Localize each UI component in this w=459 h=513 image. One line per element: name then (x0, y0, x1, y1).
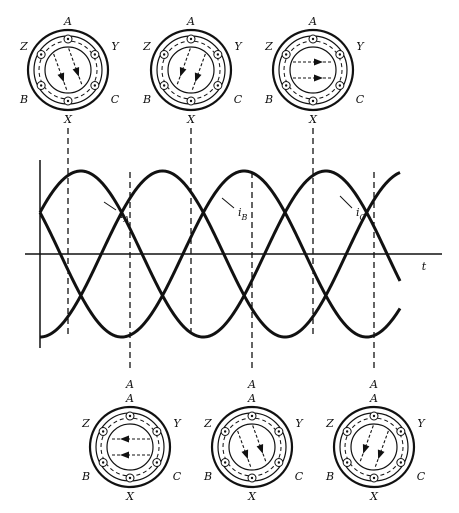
field-line (237, 430, 252, 469)
field-arrow (179, 67, 187, 77)
field-arrow (120, 435, 129, 443)
field-line (53, 53, 68, 92)
stator-diagram: A Z Y B C X (142, 15, 243, 126)
field-line (191, 53, 206, 92)
stator-diagram: A Z Y B C X (81, 392, 182, 503)
field-line (359, 425, 374, 464)
t-axis-label: t (422, 260, 427, 273)
field-arrow (120, 451, 129, 459)
stator-label-left: Z (264, 40, 273, 53)
stator-label-bottom-left: B (142, 93, 151, 106)
field-arrow (57, 72, 65, 83)
curve-label-leader (339, 195, 353, 209)
stator-label-right: Y (417, 417, 426, 430)
stator-label-bottom-left: B (325, 470, 334, 483)
stator-label-bottom-right: C (234, 93, 243, 106)
stator-label-top: A (125, 392, 134, 405)
stator-label-bottom: X (125, 490, 135, 503)
stator-label-bottom: X (186, 113, 196, 126)
stator-label-bottom-left: B (264, 93, 273, 106)
stator-label-left: Z (203, 417, 212, 430)
stator-label-bottom-right: C (356, 93, 365, 106)
stator-diagram: A Z Y B C X (203, 392, 304, 503)
curve-label-leader (221, 197, 235, 209)
curve-labels: iA iB iC (103, 195, 366, 224)
stator-label-top: A (308, 15, 317, 28)
axes: t (25, 160, 442, 348)
stator-label-bottom-left: B (203, 470, 212, 483)
stator-label-top: A (247, 392, 256, 405)
stator-label-bottom-right: C (173, 470, 182, 483)
curve-label: iB (238, 206, 248, 222)
field-arrow (362, 444, 370, 454)
curve-i-b (38, 169, 402, 339)
field-arrow (256, 444, 264, 454)
phase-label: A (369, 378, 378, 391)
field-arrow (241, 449, 249, 460)
current-curves (38, 169, 402, 339)
curve-label: iA (120, 208, 130, 224)
stator-label-left: Z (19, 40, 28, 53)
curve-i-c (38, 169, 402, 339)
stator-label-right: Y (295, 417, 304, 430)
field-line (252, 425, 267, 464)
stator-diagram: A Z Y B C X (264, 15, 365, 126)
phase-label: A (125, 378, 134, 391)
stator-diagram: A Z Y B C X (325, 392, 426, 503)
stator-label-top: A (369, 392, 378, 405)
stator-label-bottom: X (369, 490, 379, 503)
field-arrow (72, 67, 80, 77)
field-arrow (314, 58, 323, 66)
stator-label-bottom: X (63, 113, 73, 126)
field-line (374, 430, 389, 469)
stator-label-bottom-right: C (111, 93, 120, 106)
field-arrow (194, 72, 202, 83)
curve-label: iC (356, 206, 366, 222)
stator-label-top: A (63, 15, 72, 28)
stator-label-bottom-right: C (295, 470, 304, 483)
stator-label-left: Z (81, 417, 90, 430)
stator-label-right: Y (111, 40, 120, 53)
stator-label-bottom-left: B (81, 470, 90, 483)
stator-label-left: Z (142, 40, 151, 53)
stator-label-bottom-right: C (417, 470, 426, 483)
stator-diagrams: A Z Y B C X A Z Y B C X A Z Y B C X A Z Y B C X A Z Y B C X A Z Y B C X (19, 15, 426, 503)
field-arrow (314, 74, 323, 82)
stator-label-right: Y (234, 40, 243, 53)
field-arrow (377, 449, 385, 460)
stator-label-left: Z (325, 417, 334, 430)
stator-label-top: A (186, 15, 195, 28)
field-line (176, 48, 191, 87)
curve-label-leader (103, 201, 117, 211)
field-line (68, 48, 83, 87)
stator-label-bottom: X (308, 113, 318, 126)
stator-diagram: A Z Y B C X (19, 15, 120, 126)
curve-i-a (39, 169, 401, 339)
phase-label: A (247, 378, 256, 391)
stator-label-bottom: X (247, 490, 257, 503)
stator-label-right: Y (173, 417, 182, 430)
stator-label-bottom-left: B (19, 93, 28, 106)
stator-label-right: Y (356, 40, 365, 53)
